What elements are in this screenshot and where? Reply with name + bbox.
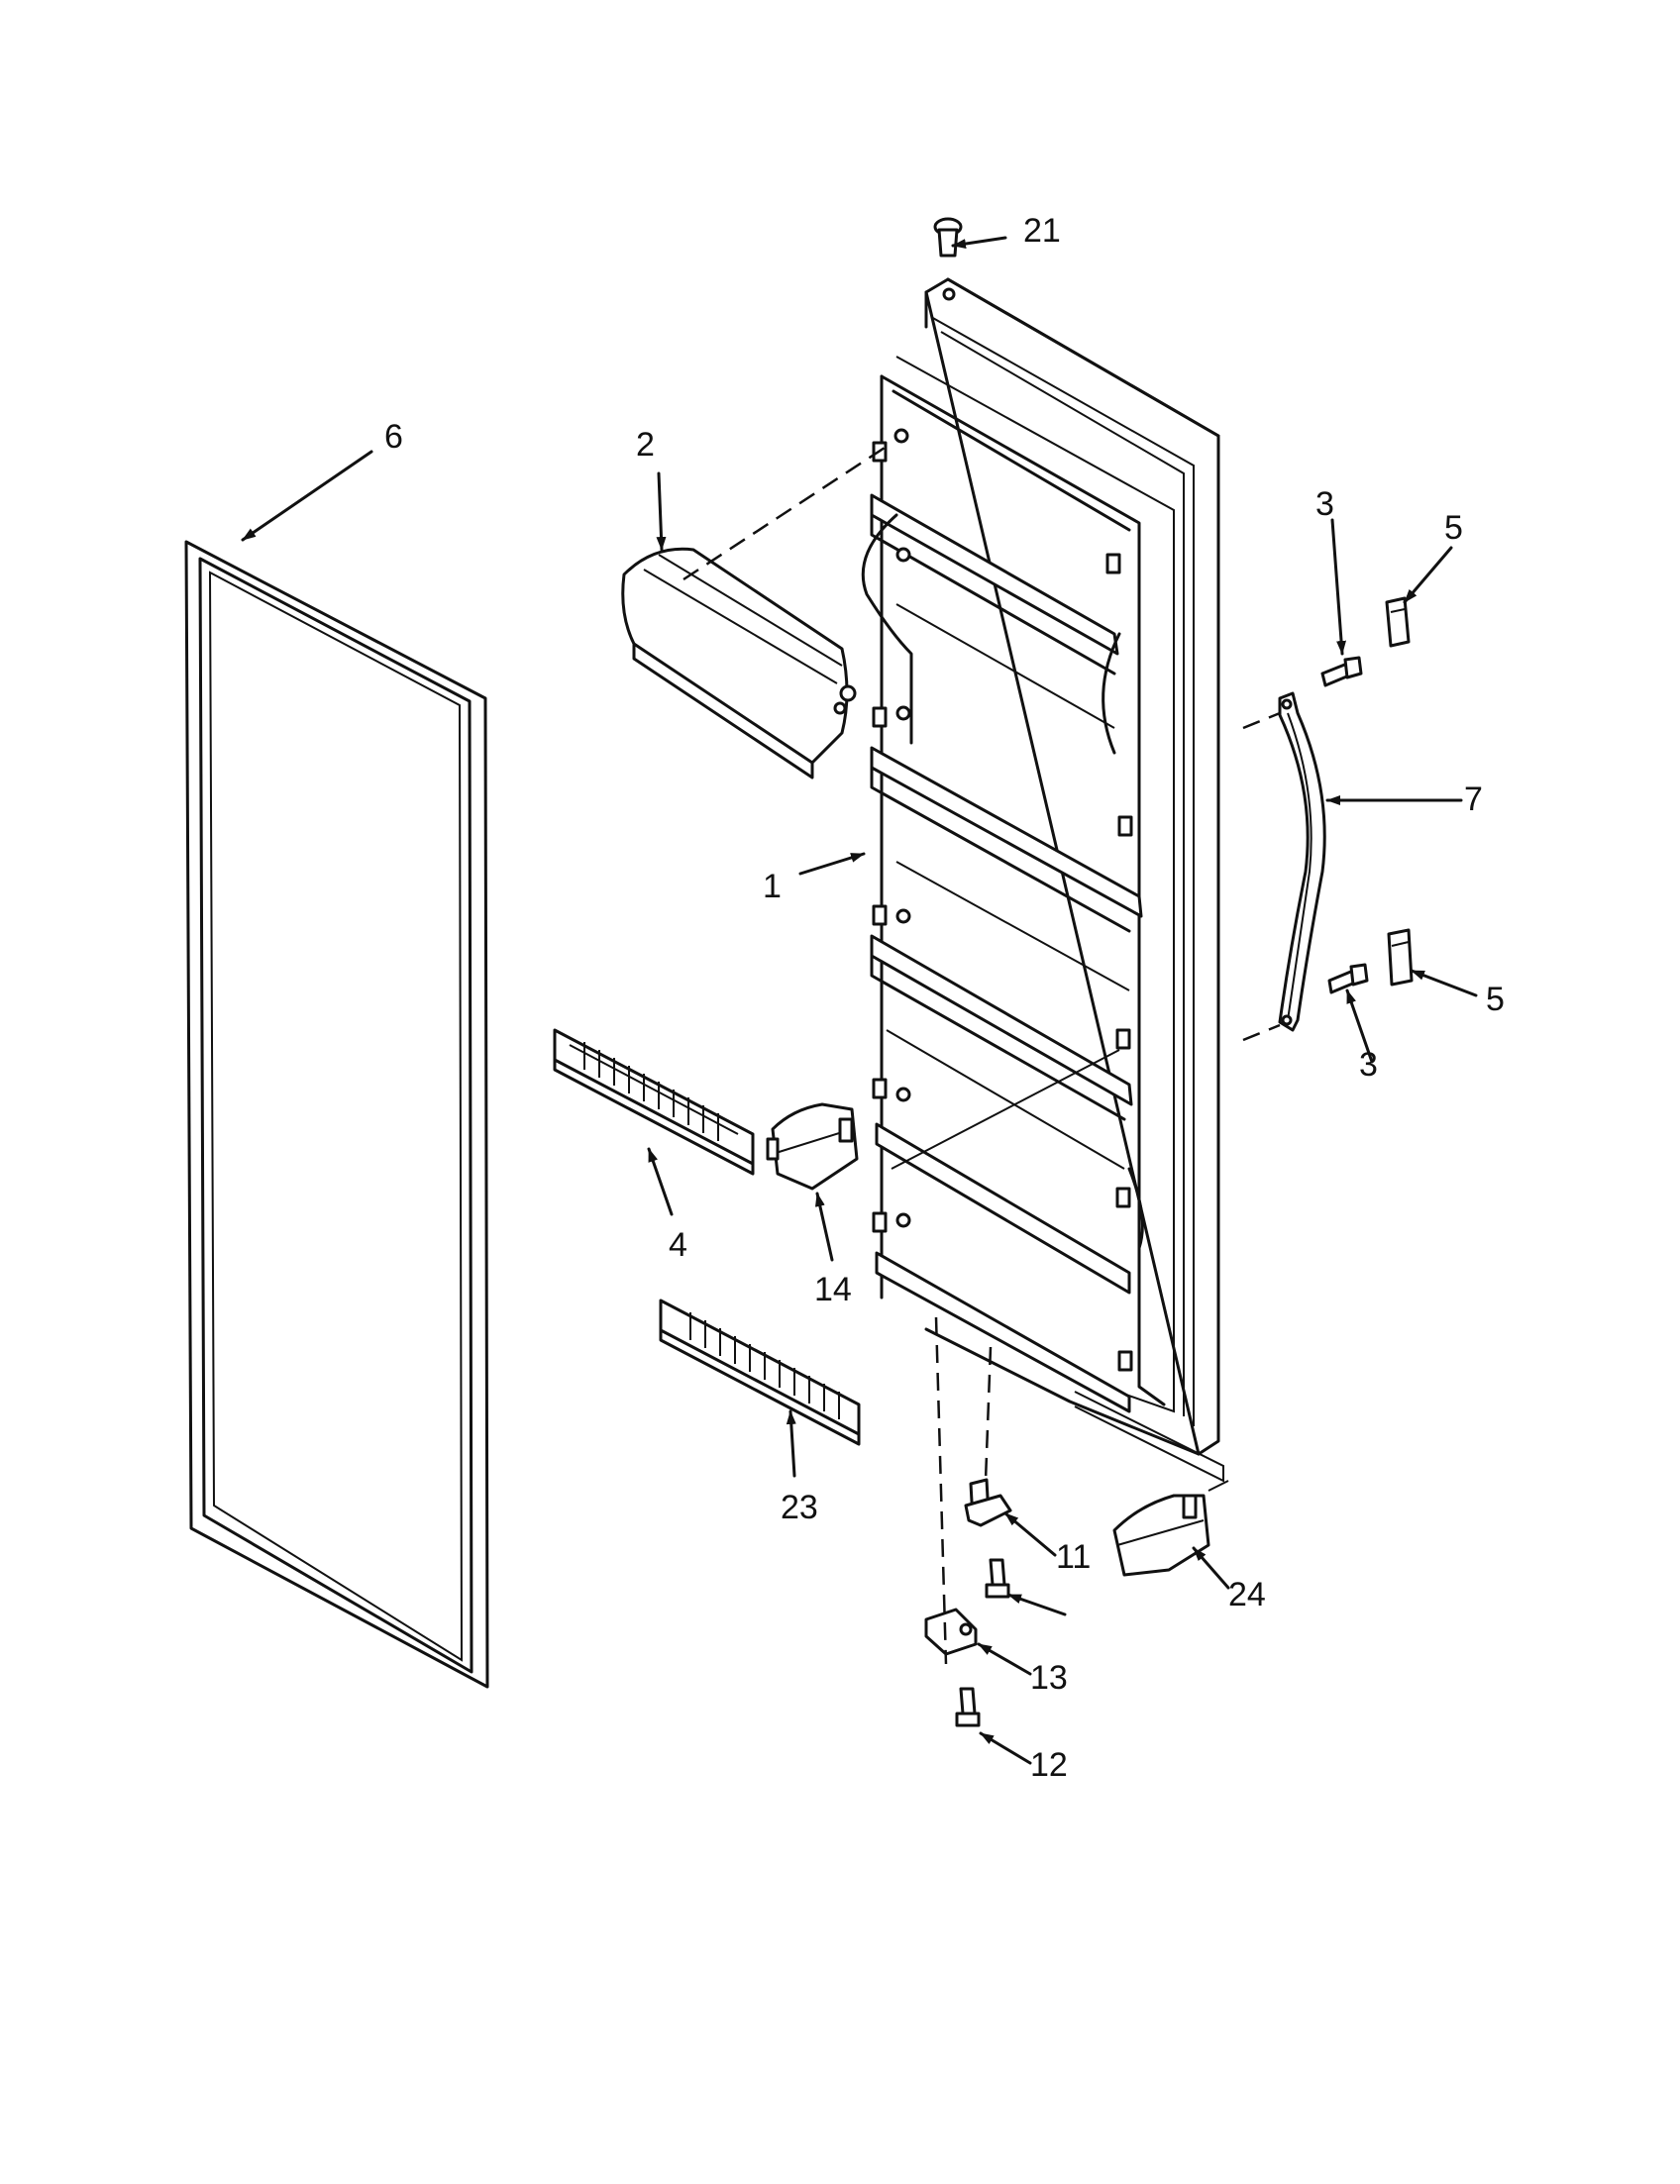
screw-part-3-bottom <box>1327 963 1369 994</box>
callout-3-bottom: 3 <box>1359 1046 1378 1084</box>
callout-16: 21 <box>1023 212 1061 250</box>
callout-23: 24 <box>1228 1576 1266 1613</box>
screw-part-3-top <box>1320 656 1363 687</box>
screw-part-12 <box>955 1687 981 1727</box>
callout-3-top: 3 <box>1315 485 1334 523</box>
shelf-bar-part-21 <box>659 1299 861 1446</box>
callout-6: 6 <box>384 418 403 456</box>
hinge-part-11 <box>964 1478 1012 1527</box>
callout-5-top: 5 <box>1444 509 1463 547</box>
cap-part-5-bottom <box>1387 928 1414 987</box>
end-cap-part-14 <box>766 1102 859 1191</box>
hinge-cap-part-16 <box>933 217 963 258</box>
callout-1: 1 <box>763 868 782 905</box>
door-handle-part-7 <box>1278 691 1326 1032</box>
end-cap-part-23 <box>1112 1480 1229 1577</box>
callout-2: 2 <box>636 426 655 464</box>
shelf-bar-part-4 <box>553 1028 755 1176</box>
dairy-door-part-2 <box>621 547 857 780</box>
door-gasket-part-6 <box>184 540 489 1689</box>
callout-12: 12 <box>1030 1746 1068 1784</box>
callout-7: 7 <box>1464 780 1483 818</box>
screw-part-24 <box>985 1558 1010 1599</box>
callout-21: 23 <box>781 1489 818 1526</box>
callout-11: 11 <box>1056 1538 1092 1576</box>
callout-13: 13 <box>1030 1659 1068 1697</box>
callout-14: 14 <box>814 1271 852 1308</box>
cap-part-5-top <box>1385 596 1411 648</box>
callout-5-bottom: 5 <box>1486 981 1505 1018</box>
door-body-part-1 <box>861 277 1224 1483</box>
callout-4: 4 <box>669 1226 687 1264</box>
leader-arrows <box>241 236 1478 1765</box>
hinge-bracket-part-13 <box>924 1608 978 1656</box>
alignment-lines <box>682 446 1281 1665</box>
